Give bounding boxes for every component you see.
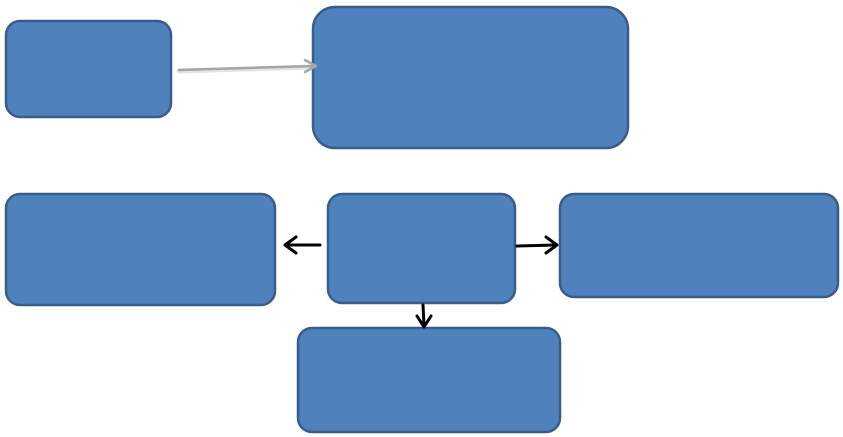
arrow-top-left-to-top-right	[176, 58, 318, 74]
center-box[interactable]	[326, 192, 517, 305]
bottom-box[interactable]	[296, 326, 562, 434]
arrow-center-to-bottom	[415, 303, 433, 329]
top-right-box[interactable]	[311, 5, 630, 150]
arrow-center-to-middle-right	[515, 235, 559, 255]
middle-right-box[interactable]	[558, 192, 840, 299]
middle-left-box[interactable]	[4, 192, 277, 307]
arrow-center-to-middle-left	[283, 235, 322, 255]
top-left-box[interactable]	[4, 19, 173, 119]
